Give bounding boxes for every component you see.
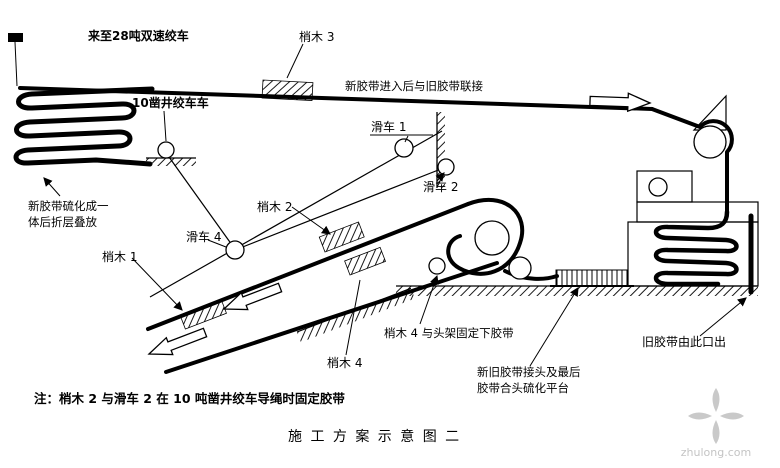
ground-right bbox=[396, 285, 758, 296]
headframe-big-pulley bbox=[693, 125, 727, 159]
headframe-small-pulley bbox=[648, 177, 668, 197]
note-text: 注：梢木 2 与滑车 2 在 10 吨凿井绞车导绳时固定胶带 bbox=[34, 391, 345, 406]
pulleys bbox=[157, 125, 727, 280]
diagram-title: 施 工 方 案 示 意 图 二 bbox=[288, 428, 461, 445]
main-belt-line bbox=[18, 86, 654, 111]
loop-small-pulley bbox=[508, 256, 532, 280]
diagram-labels: 来至28吨双速绞车 梢木 3 新胶带进入后与旧胶带联接 10凿井绞车车 滑车 1… bbox=[28, 28, 726, 445]
leader-lines bbox=[43, 43, 747, 367]
label-belt-join: 新胶带进入后与旧胶带联接 bbox=[345, 79, 483, 93]
vulcanizing-platform bbox=[550, 269, 634, 287]
headframe-box-middle bbox=[636, 201, 759, 223]
label-winch-source: 来至28吨双速绞车 bbox=[87, 28, 189, 43]
label-timber2: 梢木 2 bbox=[257, 199, 292, 214]
pulley2-wheel bbox=[437, 158, 455, 176]
rope-line-3 bbox=[168, 156, 233, 246]
leader-pulley4 bbox=[207, 239, 227, 248]
leader-platform bbox=[529, 287, 579, 367]
label-platform-line1: 新旧胶带接头及最后 bbox=[477, 365, 581, 379]
watermark: zhulong.com bbox=[681, 388, 751, 459]
winch-lead-line bbox=[14, 41, 18, 87]
belt-over-head-pulley bbox=[650, 107, 734, 214]
pulley1-wheel bbox=[394, 138, 414, 158]
watermark-logo-icon bbox=[688, 388, 744, 444]
loop-big-pulley bbox=[474, 220, 510, 256]
new-belt-stack bbox=[13, 86, 155, 167]
timber1-support bbox=[179, 298, 227, 330]
label-pulley1: 滑车 1 bbox=[371, 119, 406, 134]
rope-line-2 bbox=[234, 166, 447, 251]
winch-pulley-base bbox=[146, 157, 196, 166]
winch-ropes bbox=[14, 41, 447, 298]
label-belt-stack-line1: 新胶带硫化成一 bbox=[28, 199, 109, 213]
label-old-belt-exit: 旧胶带由此口出 bbox=[642, 334, 726, 349]
timber3-support bbox=[261, 79, 314, 102]
label-shaft-winch: 10凿井绞车车 bbox=[132, 95, 209, 110]
leader-timber2 bbox=[291, 206, 331, 235]
pulley4-wheel bbox=[225, 240, 245, 260]
leader-timber3 bbox=[286, 43, 304, 79]
timber2-support bbox=[318, 221, 365, 253]
leader-old-belt-exit bbox=[699, 297, 747, 337]
label-pulley4: 滑车 4 bbox=[186, 229, 221, 244]
head-small-pulley bbox=[428, 257, 446, 275]
label-platform-line2: 胶带合头硫化平台 bbox=[477, 381, 569, 395]
watermark-text: zhulong.com bbox=[681, 446, 751, 459]
leader-belt-stack bbox=[43, 177, 61, 197]
old-belt-fold bbox=[653, 209, 739, 287]
leader-timber1 bbox=[131, 257, 183, 311]
leader-timber4 bbox=[345, 279, 361, 356]
winch-block bbox=[8, 33, 23, 42]
label-timber4-fix: 梢木 4 与头架固定下胶带 bbox=[384, 326, 514, 340]
label-timber3: 梢木 3 bbox=[299, 29, 334, 44]
timber4-support bbox=[344, 246, 386, 276]
label-timber1: 梢木 1 bbox=[102, 249, 137, 264]
belt-loop bbox=[446, 197, 525, 276]
headframe-box-lower bbox=[627, 221, 759, 287]
label-belt-stack-line2: 体后折层叠放 bbox=[28, 215, 97, 229]
leader-pulley2 bbox=[435, 172, 445, 182]
leader-shaft-winch bbox=[163, 110, 167, 142]
belt-direction-arrow-bottom bbox=[145, 323, 209, 364]
rope-line-1 bbox=[149, 130, 443, 298]
label-timber4: 梢木 4 bbox=[327, 355, 362, 370]
label-pulley2: 滑车 2 bbox=[423, 179, 458, 194]
leader-pulley1 bbox=[404, 135, 409, 143]
leader-timber4-fix bbox=[419, 274, 439, 325]
incline-belt-lower bbox=[164, 261, 499, 374]
winch-pulley bbox=[157, 141, 175, 159]
timber-supports bbox=[179, 79, 445, 330]
